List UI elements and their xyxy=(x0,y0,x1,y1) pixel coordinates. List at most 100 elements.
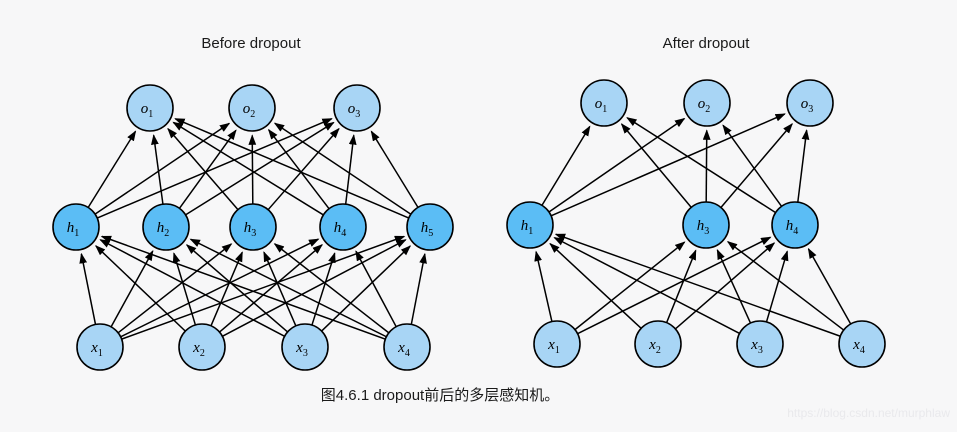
node-before-o2: o2 xyxy=(228,84,276,132)
edge-before-x2-h3 xyxy=(210,251,243,327)
edge-after-h4-o1 xyxy=(626,117,777,214)
node-before-o3: o3 xyxy=(333,84,381,132)
edge-after-x2-h4 xyxy=(674,242,776,330)
node-circle-o1 xyxy=(580,79,628,127)
edge-after-h1-o3 xyxy=(550,113,786,217)
node-circle-h1 xyxy=(506,201,554,249)
node-after-x1: x1 xyxy=(533,320,581,368)
edge-after-h1-o1 xyxy=(541,125,591,206)
edge-before-x4-h2 xyxy=(189,238,387,338)
node-circle-o2 xyxy=(683,79,731,127)
edge-before-x2-h2 xyxy=(172,252,197,326)
edge-after-h3-o3 xyxy=(720,123,793,208)
edge-after-x3-h3 xyxy=(716,248,752,324)
edge-before-h5-o1 xyxy=(174,118,410,219)
edge-after-h3-o1 xyxy=(620,123,692,208)
edge-before-h3-o3 xyxy=(267,127,340,211)
edge-after-h4-o3 xyxy=(797,129,810,203)
edge-before-x1-h3 xyxy=(117,243,233,334)
edge-before-x4-h5 xyxy=(410,252,427,325)
node-after-h1: h1 xyxy=(506,201,554,249)
node-before-h1: h1 xyxy=(52,203,100,251)
node-circle-o3 xyxy=(786,79,834,127)
edge-after-x2-h1 xyxy=(549,242,642,329)
node-circle-x1 xyxy=(76,323,124,371)
node-circle-x2 xyxy=(634,320,682,368)
node-before-o1: o1 xyxy=(126,84,174,132)
edge-before-h4-o2 xyxy=(267,128,330,210)
edge-before-x1-h1 xyxy=(79,252,97,325)
edge-after-h4-o2 xyxy=(722,124,783,207)
watermark: https://blog.csdn.net/murphlaw xyxy=(787,406,950,420)
edge-before-h5-o2 xyxy=(273,122,412,215)
node-circle-h4 xyxy=(771,201,819,249)
edge-after-x1-h4 xyxy=(577,236,772,335)
node-circle-h4 xyxy=(319,203,367,251)
node-after-x3: x3 xyxy=(736,320,784,368)
edge-after-h3-o2 xyxy=(702,129,711,203)
edge-before-x1-h4 xyxy=(120,238,320,338)
node-after-o1: o1 xyxy=(580,79,628,127)
edge-after-x1-h3 xyxy=(574,241,686,331)
edge-before-x2-h5 xyxy=(222,239,407,337)
node-circle-x3 xyxy=(736,320,784,368)
node-after-h4: h4 xyxy=(771,201,819,249)
node-circle-x4 xyxy=(838,320,886,368)
edge-after-x1-h1 xyxy=(534,250,553,322)
edge-before-h1-o2 xyxy=(94,122,231,215)
node-circle-x1 xyxy=(533,320,581,368)
node-after-o2: o2 xyxy=(683,79,731,127)
edge-after-x3-h4 xyxy=(765,250,789,323)
edge-after-x4-h1 xyxy=(554,233,841,337)
panel-title-after: After dropout xyxy=(663,35,751,52)
figure-caption: 图4.6.1 dropout前后的多层感知机。 xyxy=(321,387,559,404)
edge-before-x3-h5 xyxy=(321,245,412,332)
edge-before-h2-o2 xyxy=(178,129,237,209)
edge-before-x3-h1 xyxy=(99,239,285,337)
edge-before-x2-h1 xyxy=(95,245,186,332)
edge-before-x4-h4 xyxy=(355,250,397,328)
node-circle-x3 xyxy=(281,323,329,371)
node-before-x3: x3 xyxy=(281,323,329,371)
edge-before-x4-h3 xyxy=(273,243,390,334)
edge-before-x2-h4 xyxy=(219,244,323,333)
edge-before-x3-h2 xyxy=(185,244,289,333)
edge-after-x4-h3 xyxy=(726,240,845,331)
node-circle-h3 xyxy=(229,203,277,251)
edge-before-h3-o1 xyxy=(167,127,239,211)
node-before-h2: h2 xyxy=(142,203,190,251)
node-before-h4: h4 xyxy=(319,203,367,251)
edge-before-h3-o2 xyxy=(248,134,257,205)
node-after-x4: x4 xyxy=(838,320,886,368)
node-after-o3: o3 xyxy=(786,79,834,127)
node-circle-x4 xyxy=(383,323,431,371)
node-before-x2: x2 xyxy=(178,323,226,371)
node-circle-h5 xyxy=(406,203,454,251)
node-circle-h3 xyxy=(682,201,730,249)
edge-after-x3-h1 xyxy=(553,236,740,335)
edge-after-x4-h4 xyxy=(807,247,852,325)
node-after-h3: h3 xyxy=(682,201,730,249)
edge-after-h1-o2 xyxy=(548,117,686,213)
node-circle-o1 xyxy=(126,84,174,132)
node-after-x2: x2 xyxy=(634,320,682,368)
edge-after-x2-h3 xyxy=(665,249,697,323)
edge-before-h2-o3 xyxy=(185,121,335,216)
titles-layer: Before dropout After dropout xyxy=(201,35,750,52)
edge-before-h4-o3 xyxy=(344,134,357,205)
node-circle-o2 xyxy=(228,84,276,132)
edge-before-h5-o3 xyxy=(370,130,419,208)
edges-layer xyxy=(79,113,852,340)
node-before-x4: x4 xyxy=(383,323,431,371)
node-circle-x2 xyxy=(178,323,226,371)
node-circle-h2 xyxy=(142,203,190,251)
edge-before-h2-o1 xyxy=(151,134,164,205)
node-before-x1: x1 xyxy=(76,323,124,371)
panel-title-before: Before dropout xyxy=(201,35,301,52)
node-circle-o3 xyxy=(333,84,381,132)
node-before-h3: h3 xyxy=(229,203,277,251)
edge-before-h1-o1 xyxy=(87,130,137,208)
